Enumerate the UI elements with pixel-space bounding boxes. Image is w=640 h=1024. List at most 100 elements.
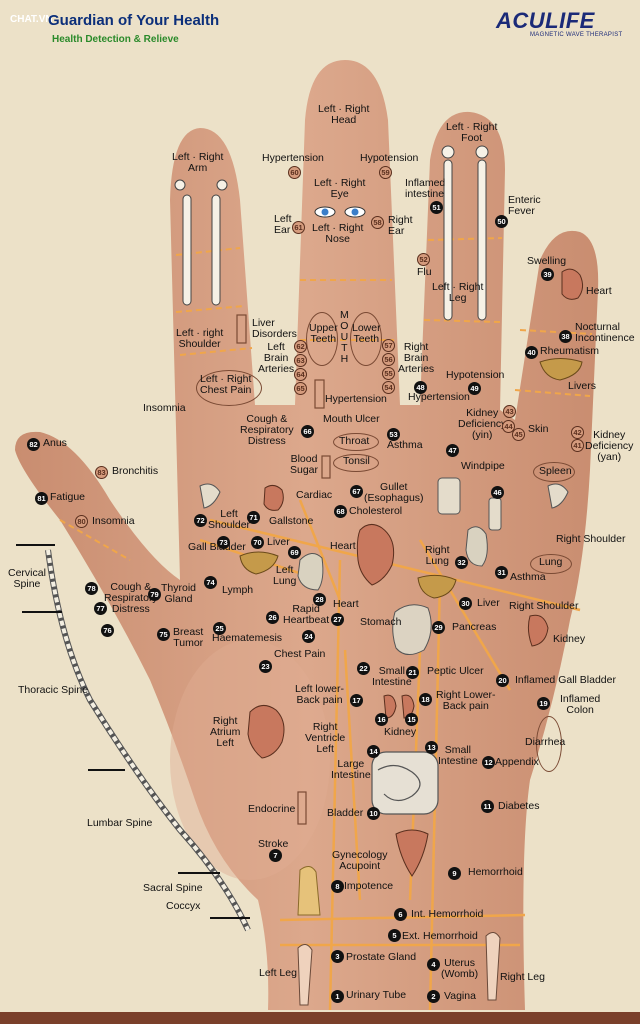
tonsil-oval xyxy=(333,454,379,472)
acupoint-57: 57 xyxy=(382,339,395,352)
acupoint-40: 40 xyxy=(525,346,538,359)
label-left-brain: Left Brain Arteries xyxy=(258,341,295,375)
label-small-int: Small Intestine xyxy=(372,665,412,688)
label-livers: Livers xyxy=(568,380,597,392)
upper-teeth-oval xyxy=(306,312,338,366)
acupoint-44: 44 xyxy=(502,420,515,433)
acupoint-69: 69 xyxy=(288,546,301,559)
page-subtitle: Health Detection & Relieve xyxy=(52,34,179,45)
label-uterus: Uterus (Womb) xyxy=(441,957,479,980)
acupoint-61: 61 xyxy=(292,221,305,234)
label-asthma-top: Asthma xyxy=(387,439,423,451)
acupoint-15: 15 xyxy=(405,713,418,726)
acupoint-81: 81 xyxy=(35,492,48,505)
acupoint-25: 25 xyxy=(213,622,226,635)
label-cough2: Cough & Respiratory Distress xyxy=(104,581,158,615)
label-chest-pain-lr: Left · Right Chest Pain xyxy=(200,373,252,396)
label-gallstone: Gallstone xyxy=(269,515,314,527)
label-heart-mid: Heart xyxy=(330,540,356,552)
acupoint-56: 56 xyxy=(382,353,395,366)
acupoint-26: 26 xyxy=(266,611,279,624)
acupoint-5: 5 xyxy=(388,929,401,942)
acupoint-4: 4 xyxy=(427,958,440,971)
label-liver-r: Liver xyxy=(477,597,500,609)
label-tonsil: Tonsil xyxy=(343,455,370,467)
acupoint-48: 48 xyxy=(414,381,427,394)
label-right-leg: Right Leg xyxy=(500,971,545,983)
label-nocturnal: Nocturnal Incontinence xyxy=(575,321,635,344)
label-left-shoulder: Left Shoulder xyxy=(208,508,251,531)
label-right-brain: Right Brain Arteries xyxy=(398,341,435,375)
label-right-lung: Right Lung xyxy=(425,544,450,567)
acupoint-46: 46 xyxy=(491,486,504,499)
label-heart-top: Heart xyxy=(586,285,612,297)
acupoint-54: 54 xyxy=(382,381,395,394)
acupoint-76: 76 xyxy=(101,624,114,637)
label-kidney-yan: Kidney Deficiency (yan) xyxy=(585,429,634,463)
acupoint-62: 62 xyxy=(294,340,307,353)
label-inflamed-gb: Inflamed Gall Bladder xyxy=(515,674,616,686)
label-right-ventricle: Right Ventricle Left xyxy=(305,721,346,755)
label-hypertension-l: Hypertension xyxy=(262,152,324,164)
label-vagina: Vagina xyxy=(444,990,476,1002)
label-inflamed-intestine: Inflamed intestine xyxy=(405,177,446,200)
label-flu: Flu xyxy=(417,266,432,278)
label-anus: Anus xyxy=(43,437,67,449)
label-fatigue: Fatigue xyxy=(50,491,86,503)
bone-arm-icon xyxy=(174,179,228,306)
acupoint-77: 77 xyxy=(94,602,107,615)
label-spleen: Spleen xyxy=(539,465,572,477)
label-liver: Liver xyxy=(267,536,290,548)
label-hypotension-r: Hypotension xyxy=(446,369,505,381)
acupoint-68: 68 xyxy=(334,505,347,518)
label-inflamed-colon: Inflamed Colon xyxy=(560,693,601,716)
label-blood-sugar: Blood Sugar xyxy=(290,453,319,476)
acupoint-29: 29 xyxy=(432,621,445,634)
label-left-lung: Left Lung xyxy=(273,564,297,587)
lung-organ-icon xyxy=(297,526,488,591)
label-enteric-fever: Enteric Fever xyxy=(508,194,541,217)
acupoint-59: 59 xyxy=(379,166,392,179)
lower-teeth-oval xyxy=(350,312,382,366)
acupoint-73: 73 xyxy=(217,536,230,549)
acupoint-31: 31 xyxy=(495,566,508,579)
label-gyn: Gynecology Acupoint xyxy=(332,849,388,872)
intestine-organ-icon xyxy=(371,751,439,815)
acupoint-47: 47 xyxy=(446,444,459,457)
acupoint-39: 39 xyxy=(541,268,554,281)
label-chest-pain: Chest Pain xyxy=(274,648,326,660)
kidney-organ-icon xyxy=(383,614,549,719)
label-swelling: Swelling xyxy=(527,255,567,267)
acupoint-17: 17 xyxy=(350,694,363,707)
acupoint-78: 78 xyxy=(85,582,98,595)
label-rheumatism: Rheumatism xyxy=(540,345,599,357)
label-mouth: M O U T H xyxy=(340,309,349,365)
acupoint-70: 70 xyxy=(251,536,264,549)
acupoint-8: 8 xyxy=(331,880,344,893)
acupoint-23: 23 xyxy=(259,660,272,673)
label-int-hem: Int. Hemorrhoid xyxy=(411,908,484,920)
acupoint-16: 16 xyxy=(375,713,388,726)
label-windpipe: Windpipe xyxy=(461,460,505,472)
label-heart-low: Heart xyxy=(333,598,359,610)
acupoint-13: 13 xyxy=(425,741,438,754)
label-bronchitis: Bronchitis xyxy=(112,465,159,477)
label-lumbar: Lumbar Spine xyxy=(87,817,153,829)
label-gullet: Gullet (Esophagus) xyxy=(364,481,424,504)
label-bladder: Bladder xyxy=(327,807,364,819)
label-left-back: Left lower- Back pain xyxy=(295,683,345,706)
acupoint-65: 65 xyxy=(294,382,307,395)
label-urinary: Urinary Tube xyxy=(346,989,407,1001)
acupoint-66: 66 xyxy=(301,425,314,438)
label-hypertension-r: Hypertension xyxy=(408,391,470,403)
label-lymph: Lymph xyxy=(222,584,254,596)
label-breast: Breast Tumor xyxy=(173,626,204,649)
bone-leg-icon xyxy=(441,145,489,321)
label-right-ear: Right Ear xyxy=(388,214,413,237)
acupoint-64: 64 xyxy=(294,368,307,381)
label-insomnia: Insomnia xyxy=(92,515,135,527)
acupoint-50: 50 xyxy=(495,215,508,228)
stomach-organ-icon xyxy=(392,604,432,655)
acupoint-75: 75 xyxy=(157,628,170,641)
label-right-atrium: Right Atrium Left xyxy=(210,715,241,749)
